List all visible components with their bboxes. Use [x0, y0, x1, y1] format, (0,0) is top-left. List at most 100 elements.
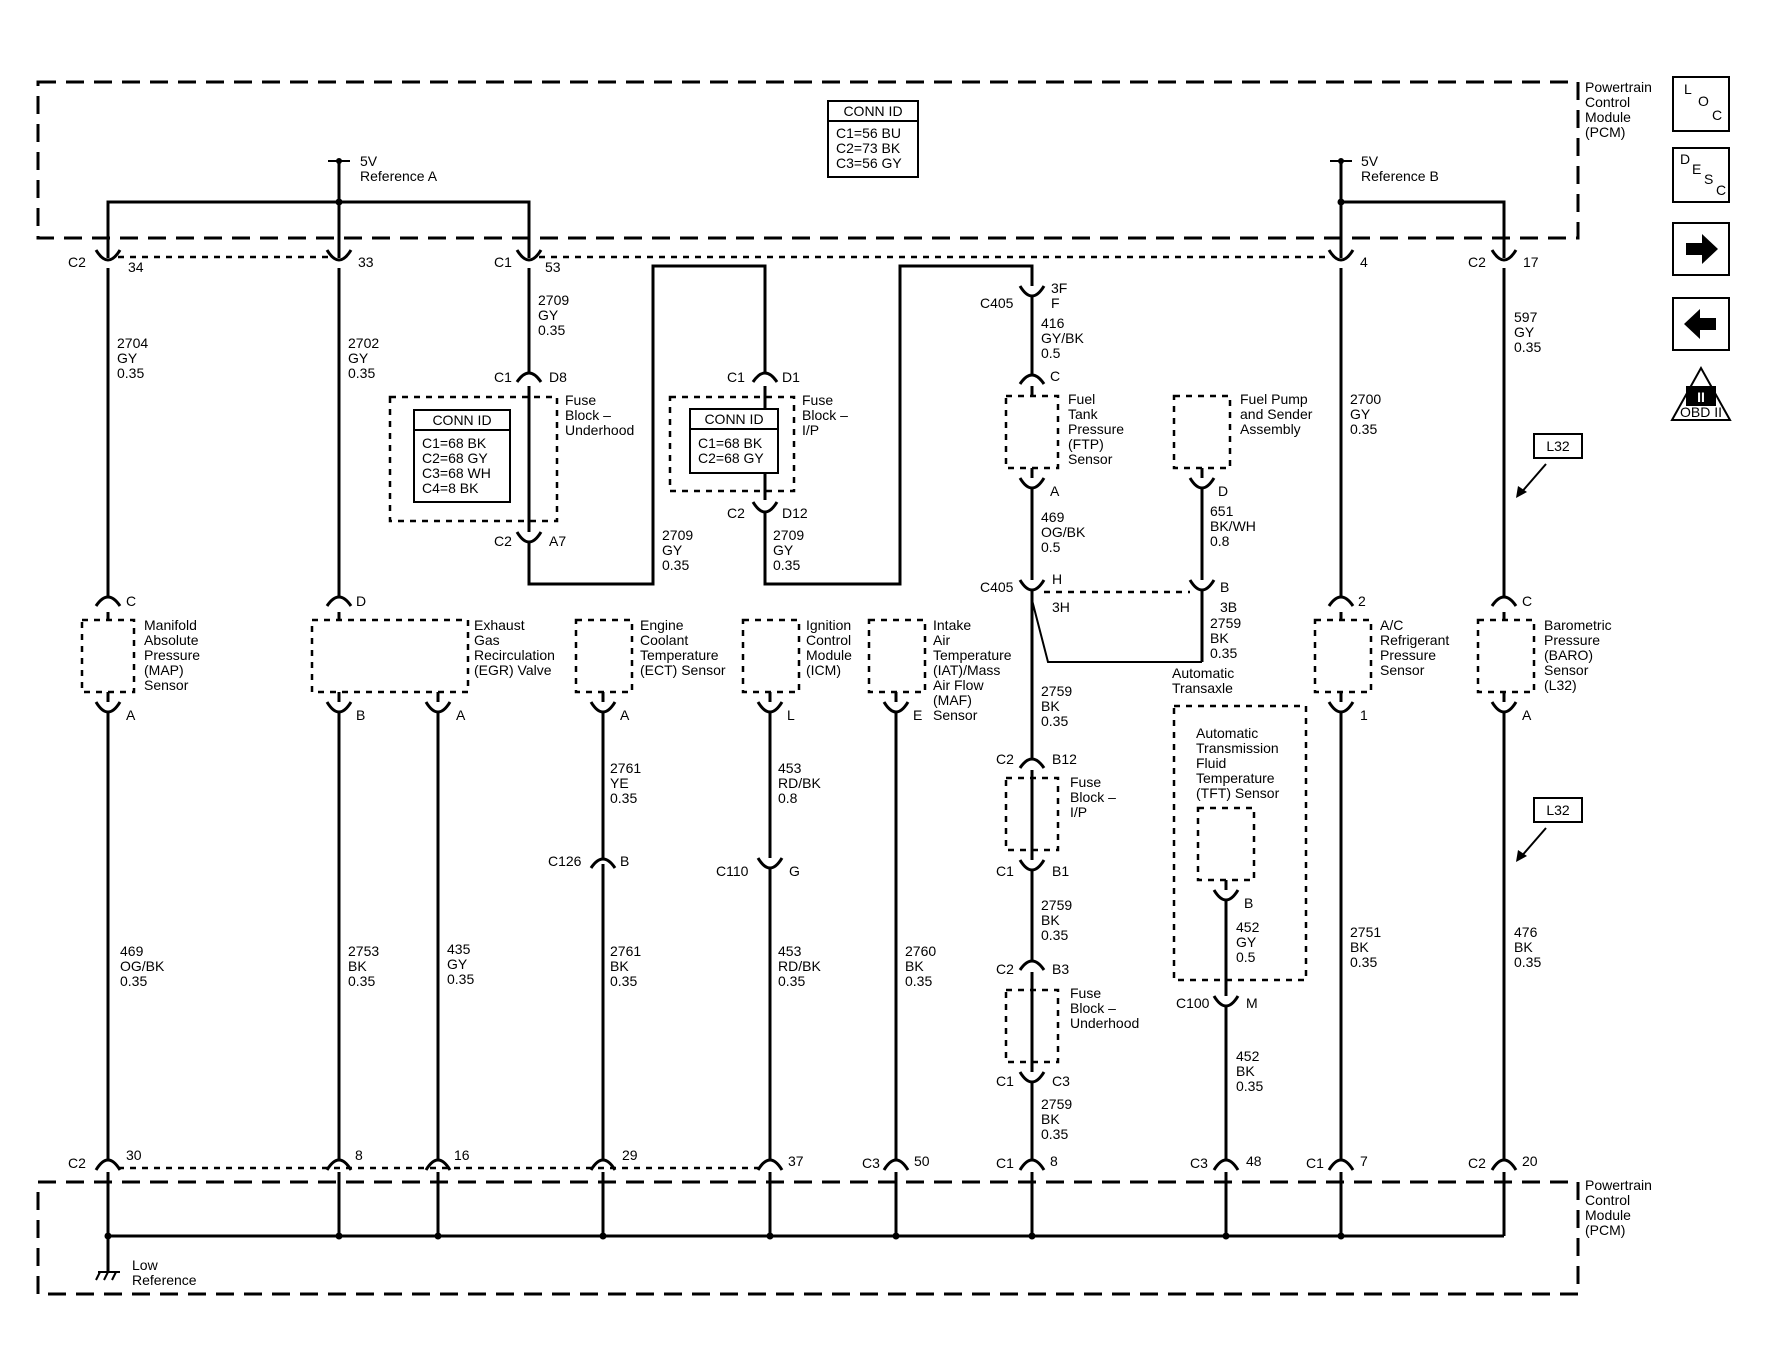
svg-text:CONN ID: CONN ID: [843, 103, 902, 119]
svg-text:E: E: [1692, 161, 1701, 177]
svg-text:D: D: [1680, 151, 1690, 167]
svg-text:48: 48: [1246, 1153, 1262, 1169]
svg-text:B: B: [1244, 895, 1253, 911]
baro-sensor-box: [1476, 618, 1536, 694]
obd-ii-button[interactable]: II OBD II: [1670, 365, 1732, 421]
c110: C110 G: [716, 857, 800, 879]
svg-text:5V: 5V: [360, 153, 378, 169]
fuse-underhood-bottom-pin: C2 A7: [494, 531, 566, 549]
fuel-pump-box: [1172, 394, 1232, 470]
svg-text:C1: C1: [494, 369, 512, 385]
svg-text:50: 50: [914, 1153, 930, 1169]
svg-text:Reference B: Reference B: [1361, 168, 1439, 184]
svg-text:C1=68 BK: C1=68 BK: [698, 435, 763, 451]
fuse-underhood-top-pin: C1 D8: [494, 369, 567, 385]
svg-text:B: B: [356, 707, 365, 723]
svg-text:G: G: [789, 863, 800, 879]
svg-text:C1: C1: [996, 1073, 1014, 1089]
fuse-ip-bottom-pin: C2 D12: [727, 501, 808, 521]
svg-text:B12: B12: [1052, 751, 1077, 767]
svg-text:C: C: [1716, 182, 1726, 198]
svg-text:C1: C1: [996, 1155, 1014, 1171]
svg-text:D: D: [1218, 483, 1228, 499]
ac-sensor-box: [1313, 618, 1373, 694]
low-reference-bus: [104, 1172, 1506, 1272]
svg-text:L: L: [1684, 81, 1692, 97]
bottom-pin-8: 8: [325, 1147, 363, 1171]
loc-button[interactable]: L O C: [1672, 76, 1730, 132]
top-pin-33: 33: [325, 249, 374, 270]
svg-text:3F: 3F: [1051, 280, 1067, 296]
svg-text:A: A: [1050, 483, 1060, 499]
pcm-conn-id: CONN ID C1=56 BU C2=73 BK C3=56 GY: [827, 100, 919, 178]
tft-sensor-box: [1196, 806, 1256, 882]
svg-text:C1: C1: [996, 863, 1014, 879]
svg-text:OBD II: OBD II: [1680, 404, 1722, 420]
svg-text:C2: C2: [494, 533, 512, 549]
svg-text:C3=68 WH: C3=68 WH: [422, 465, 491, 481]
svg-text:C126: C126: [548, 853, 582, 869]
svg-text:20: 20: [1522, 1153, 1538, 1169]
bottom-pin-16: 16: [424, 1147, 470, 1171]
svg-text:B3: B3: [1052, 961, 1069, 977]
fuse-underhood-conn-id: CONN ID C1=68 BK C2=68 GY C3=68 WH C4=8 …: [413, 409, 511, 503]
bottom-pin-29: 29: [589, 1147, 638, 1171]
svg-text:C3: C3: [1190, 1155, 1208, 1171]
svg-text:29: 29: [622, 1147, 638, 1163]
svg-text:A: A: [456, 707, 466, 723]
ground-icon: [95, 1271, 120, 1281]
svg-text:C405: C405: [980, 579, 1014, 595]
svg-text:A: A: [126, 707, 136, 723]
svg-text:C2=68 GY: C2=68 GY: [422, 450, 488, 466]
svg-text:C1: C1: [494, 254, 512, 270]
bottom-pin-20: C2 20: [1468, 1153, 1538, 1171]
transaxle-box: [1172, 704, 1308, 982]
svg-text:II: II: [1697, 389, 1705, 405]
svg-text:C2: C2: [727, 505, 745, 521]
icm-box: [741, 618, 801, 694]
top-pin-34: C2 34: [68, 249, 144, 275]
svg-text:C: C: [1712, 107, 1722, 123]
back-arrow-button[interactable]: [1672, 297, 1730, 351]
svg-text:C3=56 GY: C3=56 GY: [836, 155, 902, 171]
forward-arrow-button[interactable]: [1672, 222, 1730, 276]
c100: C100 M: [1176, 995, 1258, 1011]
svg-text:8: 8: [1050, 1153, 1058, 1169]
egr-valve-box: [310, 618, 470, 694]
svg-text:B1: B1: [1052, 863, 1069, 879]
svg-text:E: E: [913, 707, 922, 723]
svg-text:Reference A: Reference A: [360, 168, 438, 184]
svg-text:3B: 3B: [1220, 599, 1237, 615]
c405-mid: C405 H 3H B 3B: [980, 571, 1237, 615]
svg-text:3H: 3H: [1052, 599, 1070, 615]
bottom-pin-37: 37: [756, 1153, 804, 1171]
desc-button[interactable]: D E S C: [1672, 147, 1730, 203]
l32-tag-1: L32: [1516, 433, 1583, 498]
svg-text:CONN ID: CONN ID: [704, 411, 763, 427]
svg-text:5V: 5V: [1361, 153, 1379, 169]
